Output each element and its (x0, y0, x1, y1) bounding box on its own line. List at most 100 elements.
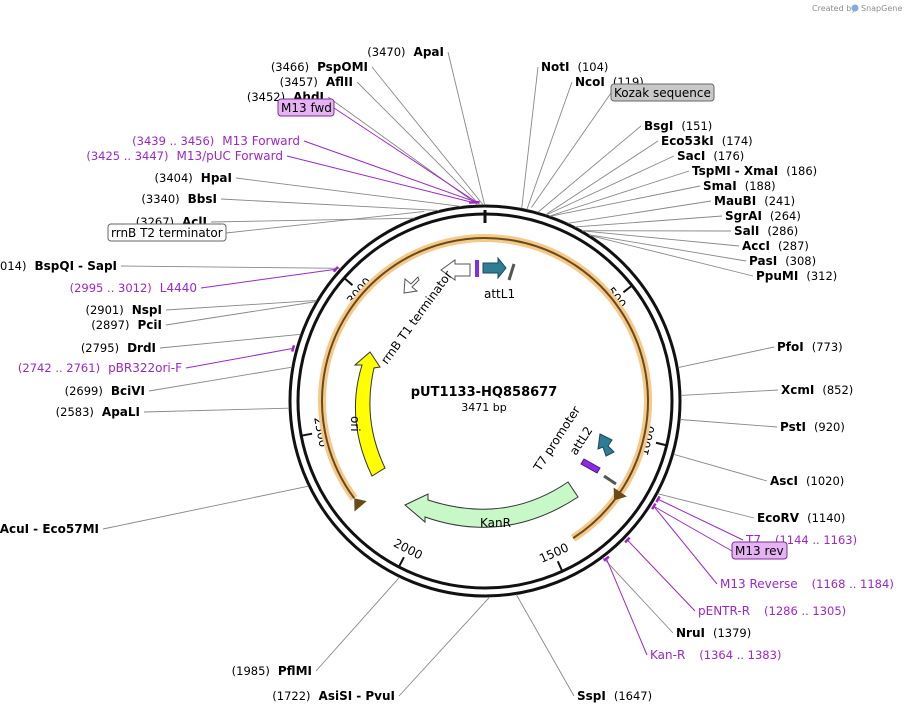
site-label-drdi: (2795)DrdI (81, 341, 156, 355)
site-acui[interactable]: (2355)AcuI- Eco57MI (0, 522, 99, 536)
site-label-psti: PstI(920) (780, 420, 845, 434)
primer-l4440[interactable]: (2995 .. 3012)L4440 (70, 281, 197, 295)
site-apali[interactable]: (2583)ApaLI (56, 405, 140, 419)
site-asci[interactable]: AscI(1020) (770, 474, 844, 488)
leader-hpai (235, 177, 462, 207)
kanr-label: KanR (480, 516, 511, 530)
site-label-noti: NotI(104) (541, 60, 608, 74)
primer-m13-reverse[interactable]: M13 Reverse(1168 .. 1184) (720, 577, 894, 591)
boxed-label-kozak[interactable]: Kozak sequence (610, 83, 715, 102)
site-saci[interactable]: SacI(176) (677, 149, 744, 163)
site-pflmi[interactable]: (1985)PflMI (232, 664, 312, 678)
site-aflii[interactable]: (3457)AflII (280, 75, 353, 89)
site-nspi[interactable]: (2901)NspI (86, 303, 163, 317)
site-nrui[interactable]: NruI(1379) (676, 626, 751, 640)
boxed-label-text-m13-rev: M13 rev (735, 544, 784, 558)
primer-label-m13-puc-forward: (3425 .. 3447)M13/pUC Forward (86, 149, 283, 163)
white-arrow-1 (440, 259, 471, 281)
site-tspmi[interactable]: TspMI- XmaI(186) (692, 164, 817, 178)
site-label-pfoi: PfoI(773) (777, 340, 843, 354)
primer-label-pentr-r: pENTR-R(1286 .. 1305) (698, 604, 846, 618)
attl1-label: attL1 (484, 287, 515, 301)
primer-leader-t7 (657, 498, 744, 541)
attl2-end-mark (603, 474, 617, 486)
attl1-arrow (482, 256, 507, 280)
primer-mark-pbr322ori-f (291, 344, 296, 352)
site-label-eco53ki: Eco53kI(174) (661, 134, 753, 148)
site-bbsi[interactable]: (3340)BbsI (141, 192, 217, 206)
site-apai[interactable]: (3470)ApaI (367, 45, 444, 59)
site-bcivi[interactable]: (2699)BciVI (65, 384, 145, 398)
site-noti[interactable]: NotI(104) (541, 60, 608, 74)
boxed-label-rrnb-t2[interactable]: rrnB T2 terminator (107, 223, 227, 242)
boxed-label-text-kozak: Kozak sequence (614, 86, 711, 100)
primer-pentr-r[interactable]: pENTR-R(1286 .. 1305) (698, 604, 846, 618)
boxed-label-m13-fwd[interactable]: M13 fwd (277, 98, 335, 117)
site-pcii[interactable]: (2897)PciI (91, 318, 162, 332)
site-pspomi[interactable]: (3466)PspOMI (271, 60, 368, 74)
site-eco53ki[interactable]: Eco53kI(174) (661, 134, 753, 148)
snapgene-logo: SnapGene (851, 4, 902, 13)
leader-nrui (602, 557, 674, 634)
leader-maubi (567, 200, 712, 224)
tick-1500 (556, 560, 563, 571)
site-label-aflii: (3457)AflII (280, 75, 353, 89)
primer-mark-t7 (655, 495, 661, 503)
tick-2500 (302, 432, 313, 437)
site-label-ppumi: PpuMI(312) (756, 269, 837, 283)
site-label-pasi: PasI(308) (749, 254, 816, 268)
primer-kan-r[interactable]: Kan-R(1364 .. 1383) (650, 648, 781, 662)
plasmid-size: 3471 bp (461, 401, 506, 414)
leader-smai (550, 185, 701, 217)
site-pfoi[interactable]: PfoI(773) (777, 340, 843, 354)
primer-m13-forward[interactable]: (3439 .. 3456)M13 Forward (132, 134, 300, 148)
boxed-leader-m13-fwd (333, 107, 477, 203)
site-drdi[interactable]: (2795)DrdI (81, 341, 156, 355)
leader-acci (582, 230, 740, 247)
primer-label-kan-r: Kan-R(1364 .. 1383) (650, 648, 781, 662)
leader-pfoi (678, 346, 775, 368)
site-ecorv[interactable]: EcoRV(1140) (757, 511, 845, 525)
site-label-pflmi: (1985)PflMI (232, 664, 312, 678)
primer-leader-l4440 (200, 268, 336, 289)
site-ppumi[interactable]: PpuMI(312) (756, 269, 837, 283)
site-sali[interactable]: SalI(286) (734, 224, 798, 238)
attl1-end-mark (507, 263, 516, 281)
rrnb-t1-arrow (403, 276, 420, 294)
site-acci[interactable]: AccI(287) (742, 239, 809, 253)
site-bsgi[interactable]: BsgI(151) (644, 119, 712, 133)
site-sgrai[interactable]: SgrAI(264) (725, 209, 801, 223)
site-pasi[interactable]: PasI(308) (749, 254, 816, 268)
site-label-apai: (3470)ApaI (367, 45, 444, 59)
site-maubi[interactable]: MauBI(241) (714, 194, 795, 208)
primer-m13-puc-forward[interactable]: (3425 .. 3447)M13/pUC Forward (86, 149, 283, 163)
site-label-smai: SmaI(188) (703, 179, 776, 193)
site-label-saci: SacI(176) (677, 149, 744, 163)
backbone-outer (288, 204, 682, 598)
boxed-label-m13-rev[interactable]: M13 rev (731, 541, 788, 560)
leader-apai (447, 51, 486, 206)
brand-text: SnapGene (861, 4, 902, 13)
site-sspi[interactable]: SspI(1647) (577, 689, 652, 703)
site-bspqi[interactable]: (3014)BspQI- SapI (0, 259, 117, 273)
site-psti[interactable]: PstI(920) (780, 420, 845, 434)
leader-ecorv (657, 493, 755, 519)
label-leaders (102, 51, 779, 697)
kanr-arrow (404, 481, 579, 528)
site-xcmi[interactable]: XcmI(852) (781, 383, 853, 397)
site-hpai[interactable]: (3404)HpaI (155, 171, 232, 185)
primer-leader-pentr-r (627, 539, 696, 612)
primer-mark-kan-r (603, 555, 610, 562)
site-smai[interactable]: SmaI(188) (703, 179, 776, 193)
primer-mark-pentr-r (624, 536, 631, 544)
leader-saci (546, 155, 675, 216)
credit-text: Created by (812, 4, 856, 13)
boxed-leader-kozak (531, 92, 612, 208)
primer-label-m13-forward: (3439 .. 3456)M13 Forward (132, 134, 300, 148)
t7-promoter-arrow (597, 433, 615, 457)
site-label-tspmi: TspMI- XmaI(186) (692, 164, 817, 178)
site-asisi[interactable]: (1722)AsiSI- PvuI (272, 689, 395, 703)
boxed-label-bg-m13-fwd (277, 98, 335, 117)
primer-pbr322ori-f[interactable]: (2742 .. 2761)pBR322ori-F (18, 361, 182, 375)
leader-tspmi (549, 170, 690, 217)
